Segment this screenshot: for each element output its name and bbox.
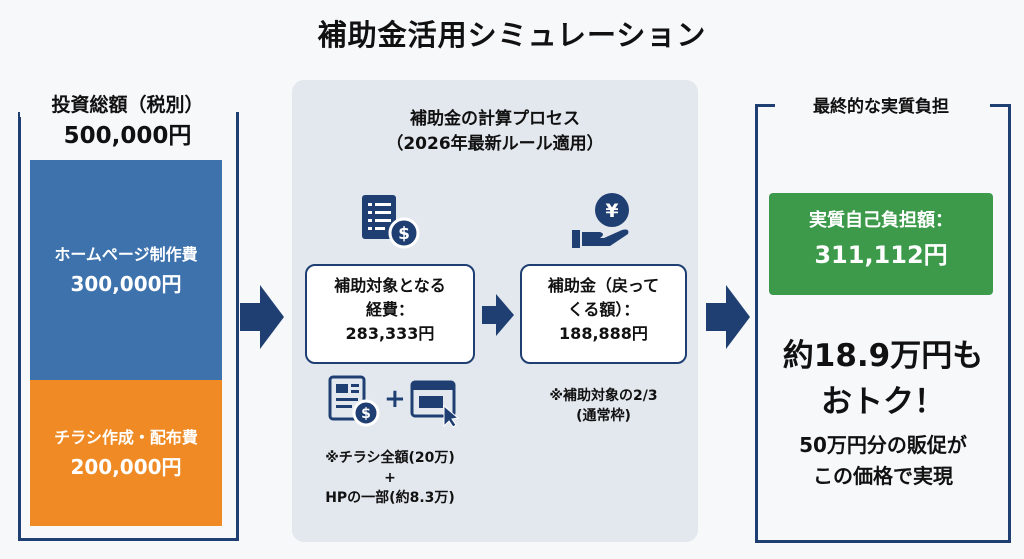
flyer-cost-amount: 200,000円	[70, 455, 182, 479]
page-title: 補助金活用シミュレーション	[317, 18, 707, 52]
arrow-right-icon	[482, 294, 514, 336]
subsidy-rate-line1: ※補助対象の2/3	[549, 388, 658, 404]
savings-line2: おトク！	[821, 384, 945, 420]
subsidy-amount-line1: 補助金（戻って	[547, 276, 660, 295]
browser-cursor-icon	[410, 380, 460, 428]
subsidy-rate-note: ※補助対象の2/3 (通常枠)	[520, 386, 687, 426]
flyer-note-line2: +	[384, 470, 396, 486]
yen-symbol: ¥	[605, 200, 618, 222]
document-dollar-icon: $	[362, 195, 420, 249]
svg-text:$: $	[361, 406, 371, 422]
flyer-dollar-icon: $	[328, 375, 380, 427]
final-burden-frame	[755, 104, 1011, 543]
investment-total: 500,000円	[63, 123, 192, 149]
eligible-expense-amount: 283,333円	[345, 324, 435, 343]
investment-frame	[18, 112, 239, 541]
svg-text:$: $	[398, 224, 410, 244]
subsidy-amount-card: 補助金（戻って くる額）： 188,888円	[520, 264, 687, 364]
flyer-note-line1: ※チラシ全額(20万)	[325, 450, 455, 466]
plus-icon: +	[384, 384, 406, 414]
arrow-right-icon	[706, 285, 750, 349]
subsidy-amount-value: 188,888円	[559, 324, 648, 343]
value-message: 50万円分の販促が この価格で実現	[760, 430, 1006, 492]
calculation-title: 補助金の計算プロセス （2026年最新ルール適用）	[292, 107, 698, 157]
calculation-title-line1: 補助金の計算プロセス	[410, 109, 580, 129]
value-line2: この価格で実現	[813, 464, 953, 488]
eligible-expense-line2: 経費：	[365, 300, 414, 319]
arrow-right-icon	[240, 285, 284, 349]
frame-top-right	[990, 104, 1008, 107]
savings-line1: 約18.9万円も	[782, 338, 984, 374]
homepage-cost-amount: 300,000円	[70, 272, 182, 296]
subsidy-amount-line2: くる額）：	[567, 300, 640, 319]
flyer-cost-box: チラシ作成・配布費 200,000円	[30, 380, 222, 526]
savings-highlight: 約18.9万円も おトク！	[760, 333, 1006, 425]
flyer-cost-label: チラシ作成・配布費	[54, 428, 198, 447]
frame-top-left	[755, 104, 775, 107]
calculation-title-line2: （2026年最新ルール適用）	[386, 134, 604, 154]
hand-yen-icon: ¥	[572, 193, 629, 248]
final-burden-heading: 最終的な実質負担	[813, 97, 949, 117]
homepage-cost-box: ホームページ制作費 300,000円	[30, 160, 222, 380]
self-burden-label: 実質自己負担額：	[809, 210, 953, 231]
flyer-note: ※チラシ全額(20万) + HPの一部(約8.3万)	[306, 448, 474, 508]
self-burden-amount: 311,112円	[814, 241, 948, 269]
subsidy-rate-line2: (通常枠)	[576, 408, 631, 424]
value-line1: 50万円分の販促が	[799, 433, 967, 457]
self-burden-box: 実質自己負担額： 311,112円	[769, 193, 993, 295]
flyer-note-line3: HPの一部(約8.3万)	[325, 490, 455, 506]
investment-heading: 投資総額（税別）	[20, 90, 235, 117]
homepage-cost-label: ホームページ制作費	[54, 245, 198, 264]
eligible-expense-card: 補助対象となる 経費： 283,333円	[305, 264, 475, 364]
eligible-expense-line1: 補助対象となる	[334, 276, 446, 295]
